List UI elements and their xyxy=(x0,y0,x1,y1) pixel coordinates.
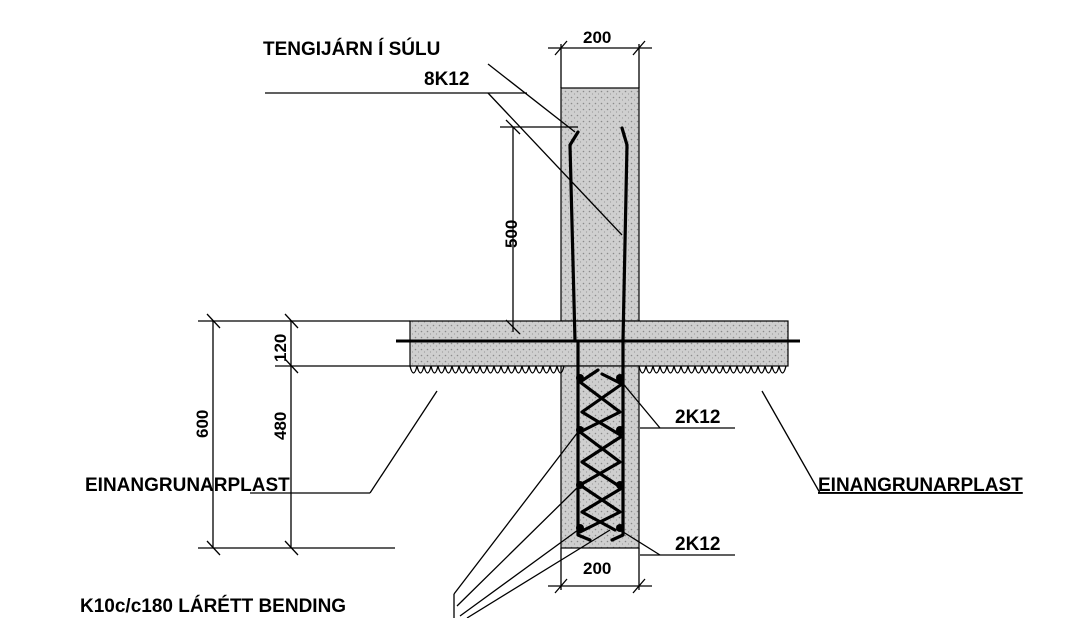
label-bars-mid: 2K12 xyxy=(675,407,720,428)
wall-rebars xyxy=(576,339,625,542)
dim-bottom-width xyxy=(548,548,652,594)
bending-leaders xyxy=(453,431,611,618)
dim-total-depth-value: 600 xyxy=(193,410,212,438)
dim-left-stack xyxy=(198,313,410,556)
label-insulation-left: EINANGRUNARPLAST xyxy=(85,475,290,496)
insulation-right xyxy=(638,365,787,374)
insulation-left xyxy=(409,365,565,374)
label-top-bar: 8K12 xyxy=(424,69,469,90)
insulation-leaders xyxy=(369,390,821,494)
column-rebars xyxy=(568,126,629,343)
dim-slab-thickness-value: 120 xyxy=(271,334,290,362)
top-leader xyxy=(265,63,623,236)
dim-lap-length-value: 500 xyxy=(502,220,521,248)
label-horizontal-bending: K10c/c180 LÁRÉTT BENDING xyxy=(80,595,346,617)
dim-lap-length xyxy=(500,119,578,335)
floor-slab xyxy=(409,320,789,367)
dim-top-width xyxy=(548,40,652,88)
bar-leaders xyxy=(619,379,735,556)
dim-bottom-width-value: 200 xyxy=(583,559,611,578)
label-bars-bottom: 2K12 xyxy=(675,534,720,555)
dim-top-width-value: 200 xyxy=(583,28,611,47)
dim-insulation-depth-value: 480 xyxy=(271,412,290,440)
zigzag-links xyxy=(578,368,624,534)
label-insulation-right: EINANGRUNARPLAST xyxy=(818,475,1023,496)
label-top-title: TENGIJÁRN Í SÚLU xyxy=(263,38,440,60)
